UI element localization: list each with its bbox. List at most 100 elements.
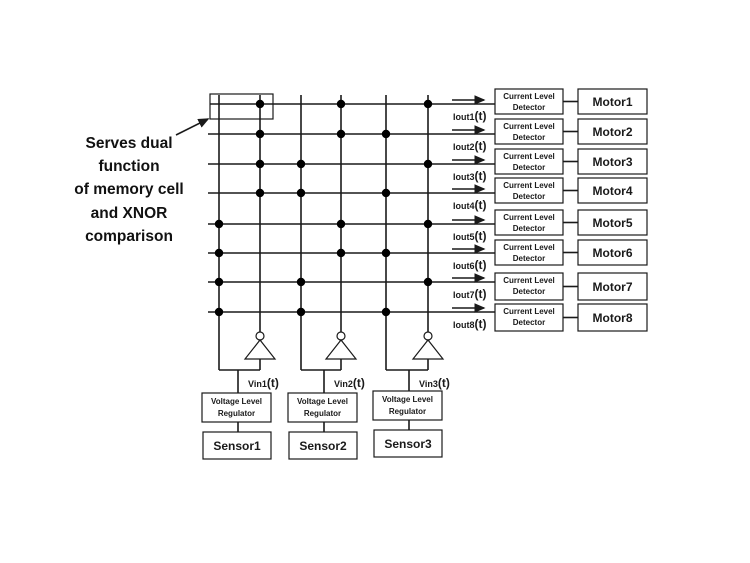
current-label: Iout4(t) xyxy=(453,198,487,212)
detector-label: Current Level xyxy=(503,122,555,131)
crosspoint-dot xyxy=(296,277,306,287)
detector-label: Detector xyxy=(513,163,545,172)
regulator-label: Regulator xyxy=(389,407,426,416)
annotation-line: comparison xyxy=(85,228,173,245)
motor-label: Motor1 xyxy=(593,95,633,109)
annotation-line: and XNOR xyxy=(91,205,168,222)
crosspoint-dot xyxy=(296,188,306,198)
voltage-label: Vin1(t) xyxy=(248,376,279,390)
inverter-triangle xyxy=(243,339,277,360)
detector-label: Current Level xyxy=(503,276,555,285)
current-label: Iout8(t) xyxy=(453,317,487,331)
crosspoint-dot xyxy=(423,277,433,287)
crosspoint-dot xyxy=(336,248,346,258)
annotation-line: Serves dual xyxy=(85,135,172,152)
crosspoint-dot xyxy=(423,99,433,109)
motor-box xyxy=(577,272,648,301)
detector-label: Current Level xyxy=(503,243,555,252)
current-label: Iout6(t) xyxy=(453,258,487,272)
annotation-arrow xyxy=(175,118,210,136)
sensor-box xyxy=(373,429,443,458)
inverter-bubble xyxy=(336,331,346,341)
crosspoint-dot xyxy=(255,129,265,139)
motor-label: Motor3 xyxy=(593,155,633,169)
sensor-label: Sensor2 xyxy=(299,439,347,453)
crosspoint-dot xyxy=(381,188,391,198)
crosspoint-dot xyxy=(336,219,346,229)
crosspoint-dot xyxy=(296,159,306,169)
crosspoint-dot xyxy=(255,99,265,109)
crosspoint-dot xyxy=(296,307,306,317)
annotation-text: Serves dual function of memory cell and … xyxy=(74,135,183,245)
motor-box xyxy=(577,88,648,115)
detector-label: Current Level xyxy=(503,152,555,161)
regulator-label: Regulator xyxy=(218,409,255,418)
input-stage: Vin1(t)Voltage LevelRegulatorSensor1Vin2… xyxy=(201,331,450,460)
crosspoint-dot xyxy=(214,277,224,287)
current-level-detector-box xyxy=(494,177,564,204)
crosspoint-dot xyxy=(336,99,346,109)
detector-label: Current Level xyxy=(503,92,555,101)
motor-label: Motor6 xyxy=(593,246,633,260)
sensor-label: Sensor3 xyxy=(384,437,432,451)
motor-label: Motor4 xyxy=(593,184,633,198)
current-label: Iout2(t) xyxy=(453,139,487,153)
regulator-label: Voltage Level xyxy=(382,395,433,404)
detector-label: Detector xyxy=(513,133,545,142)
crosspoint-dot xyxy=(255,159,265,169)
voltage-label: Vin3(t) xyxy=(419,376,450,390)
crosspoint-dot xyxy=(381,248,391,258)
crossbar-grid xyxy=(208,95,495,370)
detector-label: Detector xyxy=(513,192,545,201)
sensor-box xyxy=(202,431,272,460)
detector-label: Detector xyxy=(513,287,545,296)
detector-label: Current Level xyxy=(503,181,555,190)
crosspoint-dot xyxy=(255,188,265,198)
detector-label: Detector xyxy=(513,318,545,327)
motor-box xyxy=(577,118,648,145)
motor-box xyxy=(577,148,648,175)
crosspoint-dot xyxy=(214,248,224,258)
voltage-level-regulator-box xyxy=(372,390,443,421)
crosspoint-dot xyxy=(381,307,391,317)
crosspoint-dot xyxy=(423,219,433,229)
motor-box xyxy=(577,303,648,332)
current-level-detector-box xyxy=(494,272,564,301)
detector-label: Current Level xyxy=(503,307,555,316)
detector-label: Current Level xyxy=(503,213,555,222)
current-level-detector-box xyxy=(494,209,564,236)
regulator-label: Voltage Level xyxy=(297,397,348,406)
crosspoint-dot xyxy=(336,129,346,139)
annotation-line: of memory cell xyxy=(74,181,183,198)
voltage-label: Vin2(t) xyxy=(334,376,365,390)
regulator-label: Regulator xyxy=(304,409,341,418)
motor-box xyxy=(577,209,648,236)
current-level-detector-box xyxy=(494,148,564,175)
current-label: Iout3(t) xyxy=(453,169,487,183)
current-label: Iout7(t) xyxy=(453,287,487,301)
motor-box xyxy=(577,177,648,204)
annotation-line: function xyxy=(98,158,159,175)
current-level-detector-box xyxy=(494,88,564,115)
motor-label: Motor8 xyxy=(593,311,633,325)
detector-label: Detector xyxy=(513,103,545,112)
crosspoint-dot xyxy=(214,307,224,317)
motor-box xyxy=(577,239,648,266)
detector-label: Detector xyxy=(513,254,545,263)
inverter-triangle xyxy=(411,339,445,360)
current-label: Iout5(t) xyxy=(453,229,487,243)
motor-label: Motor2 xyxy=(593,125,633,139)
sensor-box xyxy=(288,431,358,460)
current-level-detector-box xyxy=(494,239,564,266)
voltage-level-regulator-box xyxy=(287,392,358,423)
crosspoint-dot xyxy=(381,129,391,139)
regulator-label: Voltage Level xyxy=(211,397,262,406)
memory-cell-highlight-box xyxy=(209,93,274,120)
motor-label: Motor7 xyxy=(593,280,633,294)
current-level-detector-box xyxy=(494,303,564,332)
inverter-bubble xyxy=(423,331,433,341)
motor-label: Motor5 xyxy=(593,216,633,230)
voltage-level-regulator-box xyxy=(201,392,272,423)
